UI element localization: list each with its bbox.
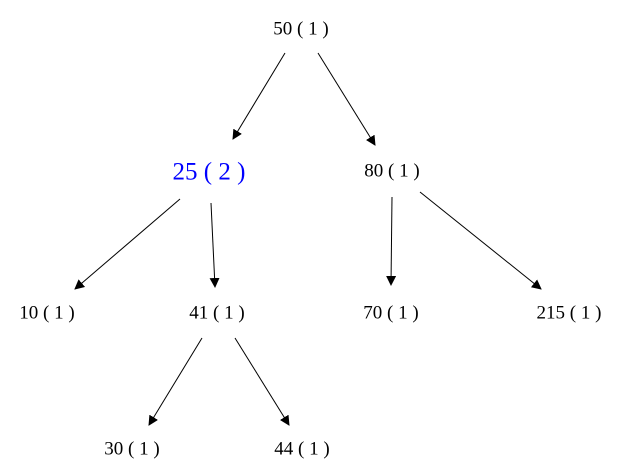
- edge-80-70: [386, 196, 397, 286]
- tree-node: 70 ( 1 ): [363, 302, 419, 324]
- tree-node: 50 ( 1 ): [273, 18, 329, 40]
- tree-node: 30 ( 1 ): [104, 438, 160, 460]
- edge-50-25: [232, 52, 286, 140]
- tree-node: 44 ( 1 ): [274, 438, 330, 460]
- tree-node: 10 ( 1 ): [19, 302, 75, 324]
- tree-node: 80 ( 1 ): [364, 160, 420, 182]
- edge-41-30: [148, 337, 203, 426]
- edge-80-215: [419, 191, 542, 290]
- edge-41-44: [234, 337, 290, 426]
- edge-50-80: [317, 52, 376, 146]
- tree-node: 41 ( 1 ): [189, 302, 245, 324]
- edge-25-10: [74, 198, 181, 290]
- edge-25-41: [209, 202, 220, 288]
- tree-node-highlighted: 25 ( 2 ): [172, 158, 246, 186]
- tree-node: 215 ( 1 ): [536, 302, 602, 324]
